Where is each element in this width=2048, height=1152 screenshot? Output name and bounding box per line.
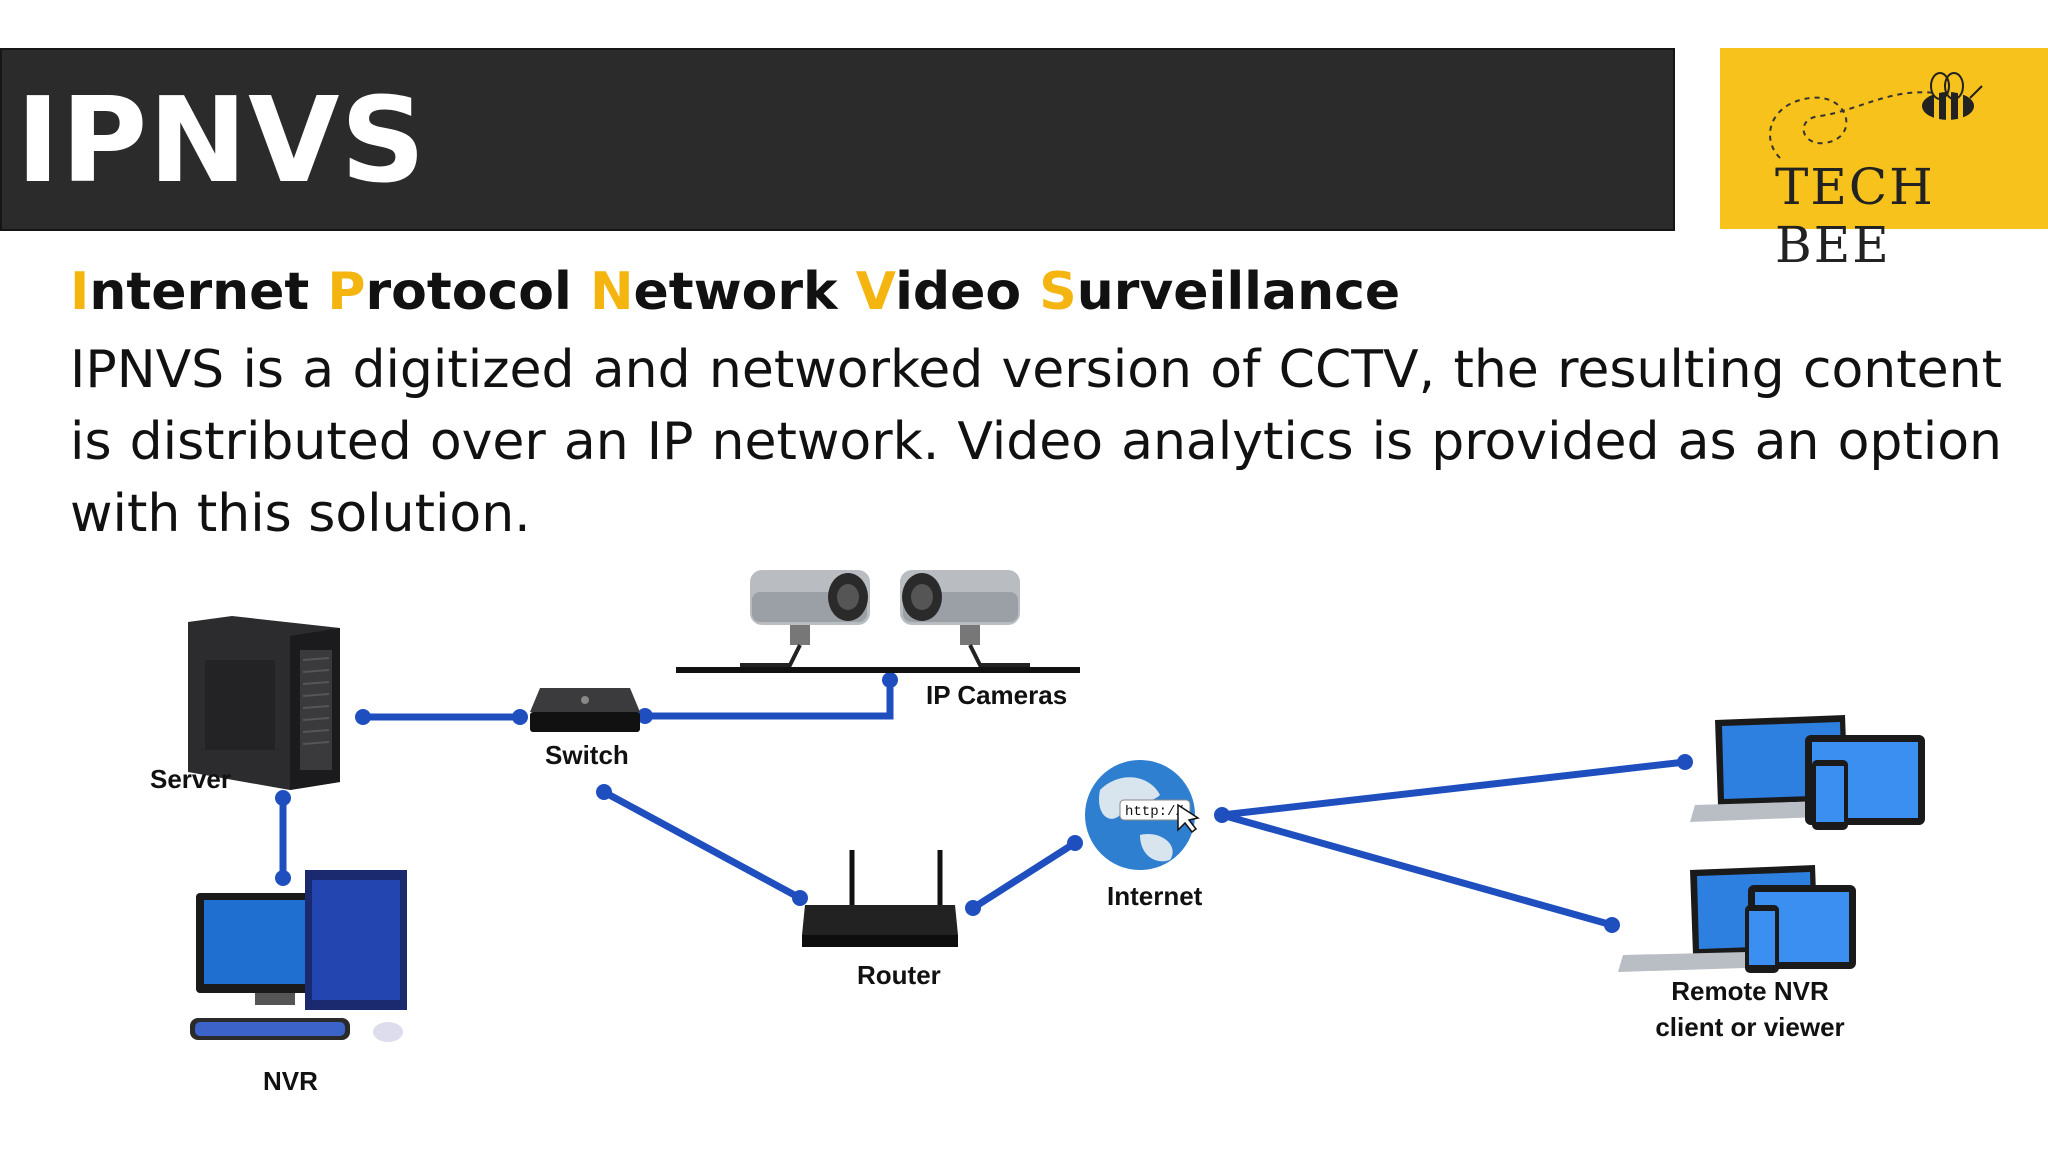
title-bar: IPNVS — [0, 48, 1675, 231]
globe-icon: http:// — [1085, 760, 1200, 870]
acronym-word: Network — [589, 262, 838, 322]
link-switch-router — [600, 788, 804, 902]
ip-cameras-label: IP Cameras — [926, 680, 1067, 710]
acronym-word: Internet — [70, 262, 310, 322]
logo-text: TECH BEE — [1775, 158, 1935, 274]
router-label: Router — [857, 960, 941, 990]
ip-camera-icon — [676, 570, 1080, 673]
link-internet-remote-2 — [1218, 811, 1616, 929]
link-internet-remote-1 — [1218, 758, 1689, 819]
page-title: IPNVS — [16, 70, 427, 209]
acronym-word: Surveillance — [1039, 262, 1401, 322]
link-endpoints — [275, 672, 1693, 933]
internet-label: Internet — [1107, 881, 1203, 911]
router-icon — [802, 850, 958, 947]
switch-label: Switch — [545, 740, 629, 770]
svg-text:http://: http:// — [1125, 804, 1184, 820]
description-text: IPNVS is a digitized and networked versi… — [70, 340, 2002, 544]
switch-icon — [530, 688, 640, 732]
bee-icon — [1769, 72, 1983, 159]
laptop-tablet-phone-icon — [1618, 715, 1925, 973]
link-router-internet — [969, 839, 1079, 912]
network-links — [279, 676, 1689, 929]
server-label: Server — [150, 764, 231, 794]
server-icon — [188, 616, 340, 790]
acronym-expansion: Internet Protocol Network Video Surveill… — [70, 262, 1400, 322]
acronym-word: Video — [855, 262, 1022, 322]
acronym-word: Protocol — [327, 262, 572, 322]
network-diagram: http:// Server Switch IP Cameras NVR Rou… — [150, 570, 1925, 1096]
nvr-label: NVR — [263, 1066, 318, 1096]
link-switch-cameras — [641, 676, 894, 720]
remote-label-line1: Remote NVR — [1671, 976, 1829, 1006]
nvr-computer-icon — [190, 870, 407, 1042]
tech-bee-logo: TECH BEE — [1720, 48, 2048, 274]
remote-label-line2: client or viewer — [1655, 1012, 1844, 1042]
